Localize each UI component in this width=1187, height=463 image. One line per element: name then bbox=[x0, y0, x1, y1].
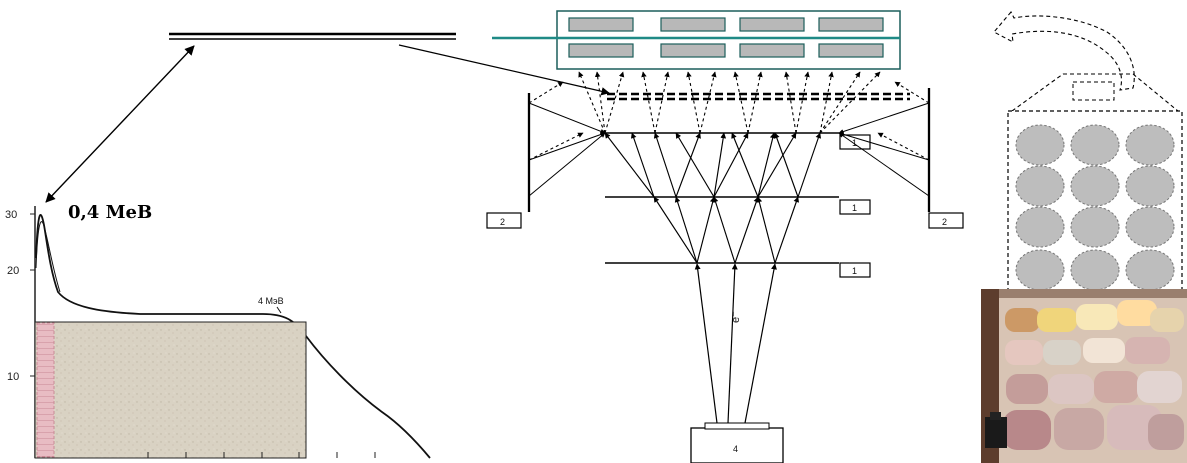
max-energy-pointer bbox=[277, 307, 281, 313]
food-photo bbox=[981, 289, 1187, 463]
product-box bbox=[661, 18, 725, 31]
peak-to-beam-arrow bbox=[46, 46, 194, 202]
product-box bbox=[569, 44, 633, 57]
electron-path bbox=[697, 264, 717, 423]
max-energy-label: 4 MэB bbox=[258, 296, 284, 306]
sample-surface-layer bbox=[37, 323, 54, 457]
electron-symbol: e⁻ bbox=[730, 311, 742, 323]
scattered-electron-paths bbox=[605, 133, 820, 263]
graph-y-tick-label-10: 10 bbox=[7, 371, 19, 383]
label-right-2: 2 bbox=[942, 217, 947, 227]
grid-label-2: 1 bbox=[852, 203, 857, 213]
grid-label-3: 1 bbox=[852, 266, 857, 276]
product-conveyor bbox=[492, 11, 900, 69]
electron-path bbox=[728, 264, 735, 423]
product-box bbox=[569, 18, 633, 31]
graph-y-tick-label-20: 20 bbox=[7, 265, 19, 277]
product-box bbox=[740, 44, 804, 57]
tray-diagram bbox=[981, 12, 1187, 463]
product-box bbox=[661, 44, 725, 57]
curve-shadow bbox=[36, 222, 60, 292]
tray-projection bbox=[1012, 74, 1178, 111]
accelerator-schematic: 2 2 1 1 1 4 e⁻ bbox=[487, 72, 963, 463]
product-box bbox=[819, 18, 883, 31]
product-box bbox=[740, 18, 804, 31]
label-left-2: 2 bbox=[500, 217, 505, 227]
curved-arrow-outline bbox=[994, 12, 1134, 90]
electron-source-label: 4 bbox=[733, 444, 738, 454]
tray-lid bbox=[1073, 82, 1114, 100]
dose-depth-graph: 30 20 10 0,4 MeB 4 MэB bbox=[5, 34, 609, 458]
product-box bbox=[819, 44, 883, 57]
graph-y-tick-label-30: 30 bbox=[5, 209, 17, 221]
electron-path bbox=[745, 264, 775, 423]
peak-energy-label: 0,4 MeB bbox=[68, 202, 152, 223]
tray-items bbox=[1016, 125, 1174, 290]
electron-source-top bbox=[705, 423, 769, 429]
sample-block bbox=[35, 322, 306, 458]
